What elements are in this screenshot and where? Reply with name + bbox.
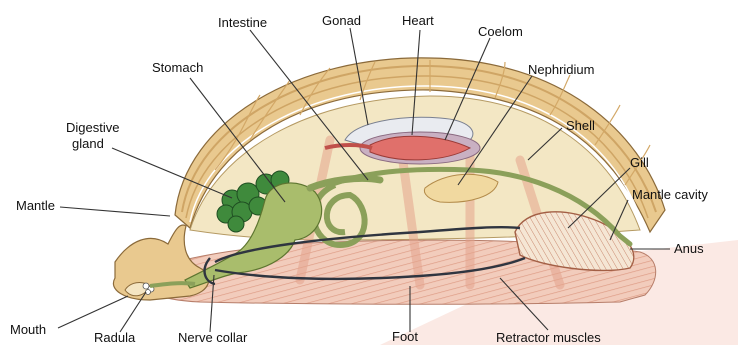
label-gill: Gill (630, 155, 649, 170)
label-digestive-gland-2: gland (72, 136, 104, 151)
label-stomach: Stomach (152, 60, 203, 75)
label-heart: Heart (402, 13, 434, 28)
label-nerve-collar: Nerve collar (178, 330, 248, 345)
label-intestine: Intestine (218, 15, 267, 30)
label-shell: Shell (566, 118, 595, 133)
label-anus: Anus (674, 241, 704, 256)
label-nephridium: Nephridium (528, 62, 594, 77)
label-gonad: Gonad (322, 13, 361, 28)
label-coelom: Coelom (478, 24, 523, 39)
label-mouth: Mouth (10, 322, 46, 337)
label-mantle: Mantle (16, 198, 55, 213)
label-radula: Radula (94, 330, 136, 345)
label-retractor-muscles: Retractor muscles (496, 330, 601, 345)
label-mantle-cavity: Mantle cavity (632, 187, 708, 202)
label-foot: Foot (392, 329, 418, 344)
label-digestive-gland-1: Digestive (66, 120, 119, 135)
